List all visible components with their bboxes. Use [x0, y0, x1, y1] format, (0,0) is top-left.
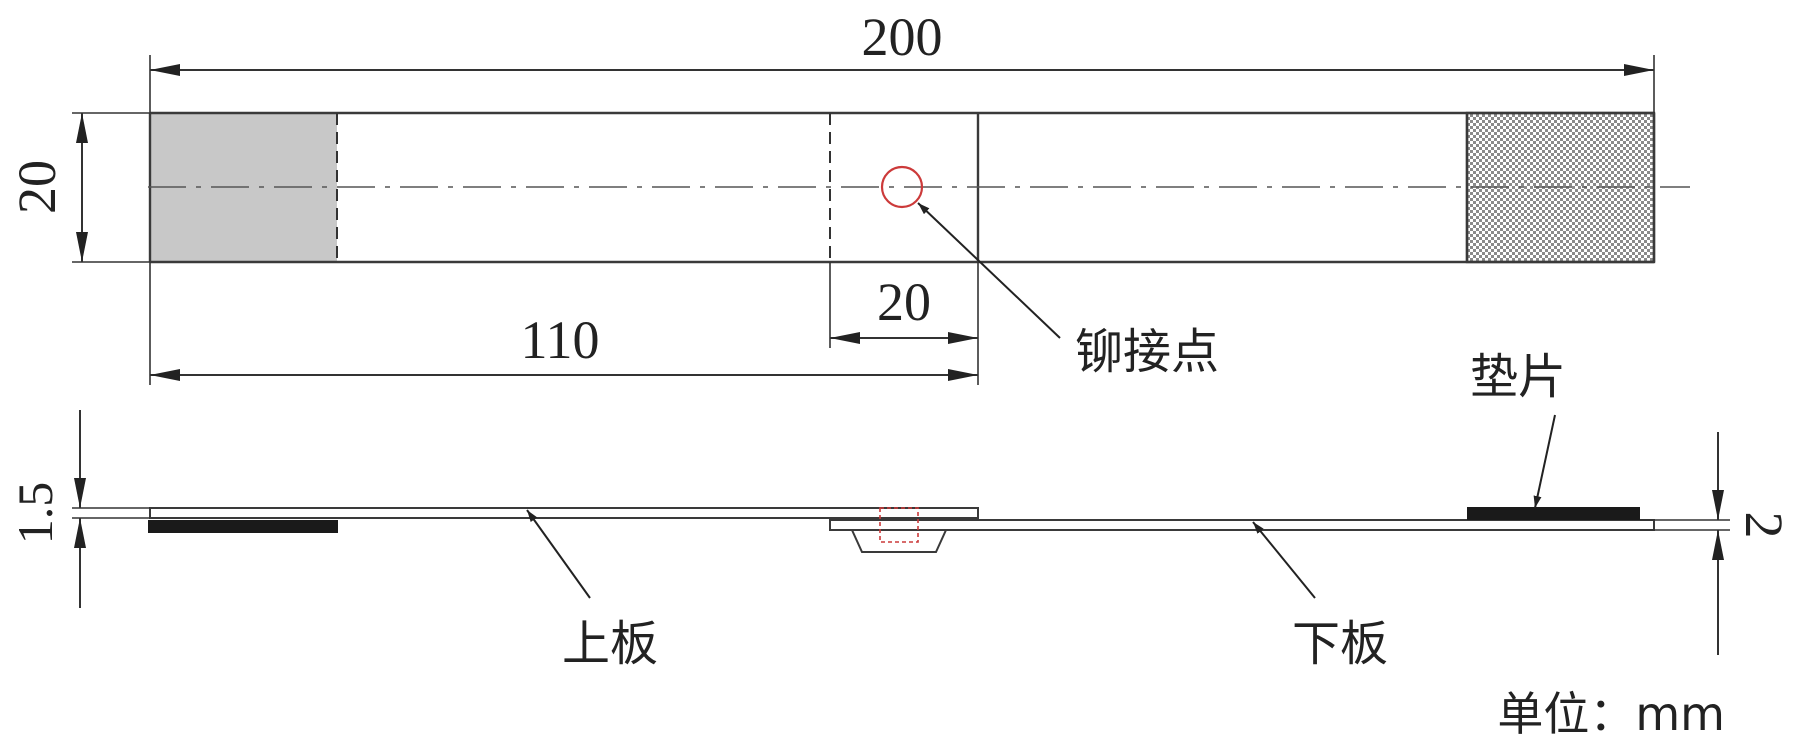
- upper-plate: [149, 507, 979, 519]
- dim-width: 20: [7, 112, 150, 263]
- rivet-circle: [880, 165, 924, 209]
- dim-width-label: 20: [7, 160, 67, 214]
- rivet-head: [850, 529, 948, 553]
- dim-overlap-label: 20: [877, 272, 931, 332]
- right-shim: [1467, 507, 1640, 520]
- dim-200-label: 200: [862, 7, 943, 67]
- dim-total-length: 200: [149, 7, 1655, 113]
- dim-overlap: 20: [829, 262, 979, 385]
- rivet-point-label: 铆接点: [1075, 324, 1219, 380]
- dim-shim-thickness: 2: [1640, 432, 1794, 655]
- dim-2-label: 2: [1734, 512, 1794, 539]
- unit-label: 单位：mm: [1497, 687, 1725, 741]
- dim-plate-thickness: 1.5: [7, 410, 150, 608]
- dim-110-label: 110: [521, 310, 600, 370]
- rivet-callout: 铆接点: [917, 202, 1219, 380]
- side-view: [148, 507, 1655, 553]
- dim-1-5-label: 1.5: [7, 482, 63, 545]
- lower-plate-callout: 下板: [1252, 521, 1388, 672]
- left-shim: [148, 520, 338, 533]
- top-view: [148, 111, 1690, 264]
- dim-rivet-position: 110: [149, 262, 978, 385]
- shim-callout: 垫片: [1470, 349, 1566, 509]
- upper-plate-callout: 上板: [526, 509, 658, 672]
- lower-plate: [829, 519, 1655, 531]
- shim-label: 垫片: [1470, 349, 1566, 405]
- upper-plate-label: 上板: [562, 616, 658, 672]
- lower-plate-label: 下板: [1292, 616, 1388, 672]
- rivet-shank: [879, 507, 919, 543]
